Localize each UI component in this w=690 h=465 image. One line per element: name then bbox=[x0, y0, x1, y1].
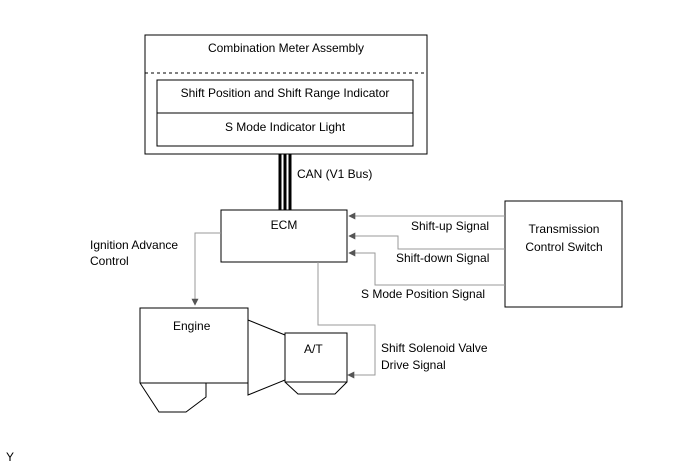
shift-position-indicator-label: Shift Position and Shift Range Indicator bbox=[181, 86, 390, 100]
corner-mark: Y bbox=[6, 450, 14, 464]
shift-down-signal-line bbox=[348, 232, 505, 250]
shift-solenoid-line bbox=[317, 262, 376, 379]
engine-shape: Engine bbox=[139, 307, 249, 413]
can-bus-label: CAN (V1 Bus) bbox=[297, 167, 372, 181]
at-shape: A/T bbox=[284, 332, 348, 395]
engine-label: Engine bbox=[173, 319, 211, 333]
can-bus-lines bbox=[278, 154, 292, 210]
shift-solenoid-label-line1: Shift Solenoid Valve bbox=[381, 341, 488, 355]
transmission-control-switch: Transmission Control Switch bbox=[504, 200, 623, 308]
s-mode-signal-label: S Mode Position Signal bbox=[361, 287, 485, 301]
combination-meter-assembly: Combination Meter Assembly Shift Positio… bbox=[144, 34, 428, 155]
bell-housing-shape bbox=[247, 319, 286, 396]
s-mode-signal-line bbox=[348, 249, 505, 286]
ignition-advance-label-line1: Ignition Advance bbox=[90, 238, 178, 252]
at-label: A/T bbox=[304, 342, 323, 356]
combination-meter-title: Combination Meter Assembly bbox=[208, 41, 364, 55]
shift-down-signal-label: Shift-down Signal bbox=[396, 251, 489, 265]
ecm-box: ECM bbox=[220, 209, 348, 263]
ignition-advance-line bbox=[191, 232, 221, 306]
shift-up-signal-label: Shift-up Signal bbox=[411, 219, 489, 233]
transmission-switch-line2: Control Switch bbox=[525, 240, 602, 254]
ecm-label: ECM bbox=[271, 218, 298, 232]
s-mode-indicator-label: S Mode Indicator Light bbox=[225, 120, 346, 134]
ignition-advance-label-line2: Control bbox=[90, 254, 129, 268]
shift-solenoid-label-line2: Drive Signal bbox=[381, 358, 446, 372]
transmission-switch-line1: Transmission bbox=[529, 222, 600, 236]
